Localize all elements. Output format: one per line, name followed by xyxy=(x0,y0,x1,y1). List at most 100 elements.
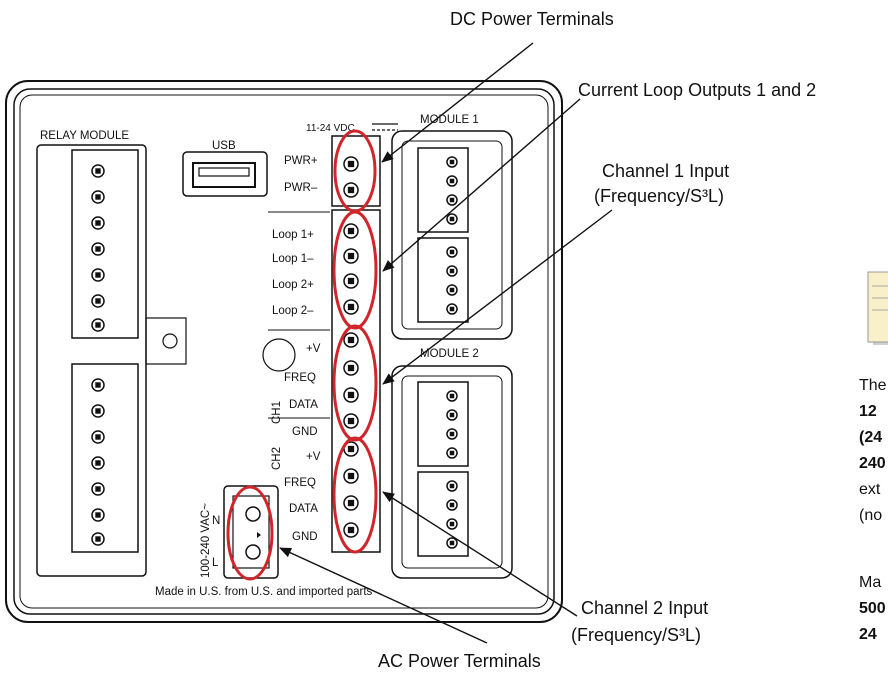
module-2: MODULE 2 xyxy=(391,348,513,579)
module-1: MODULE 1 xyxy=(391,114,513,340)
module1-label: MODULE 1 xyxy=(420,114,479,126)
side-p1-l6: (no xyxy=(859,507,882,524)
strip-screw xyxy=(343,182,359,198)
module1-screw xyxy=(446,156,458,168)
strip-screw xyxy=(343,387,359,403)
n-label: N xyxy=(212,515,220,527)
module1-screw xyxy=(446,284,458,296)
module2-screw-slot xyxy=(449,521,455,527)
relay-screw-slot xyxy=(95,512,101,518)
strip-screw xyxy=(343,522,359,538)
ch2-data-label: DATA xyxy=(289,503,318,515)
strip-screw-slot xyxy=(347,336,355,344)
side-p2-l3: 24 xyxy=(859,626,877,643)
module2-screw-slot xyxy=(449,412,455,418)
relay-screw xyxy=(91,164,105,178)
module2-screw xyxy=(446,447,458,459)
relay-module: RELAY MODULE xyxy=(36,130,187,577)
relay-screw xyxy=(91,268,105,282)
ch1-highlight xyxy=(332,324,378,442)
relay-screw xyxy=(91,430,105,444)
reset-button xyxy=(262,338,296,372)
relay-screw xyxy=(91,318,105,332)
strip-screw-slot xyxy=(347,160,355,168)
ch1-callout-line1: Channel 1 Input xyxy=(602,161,729,181)
module1-screw xyxy=(446,194,458,206)
strip-screw-slot xyxy=(347,277,355,285)
dc-power-highlight xyxy=(333,129,377,213)
ch1-freq-label: FREQ xyxy=(284,372,316,384)
relay-screw-slot xyxy=(95,194,101,200)
pwr-plus-label: PWR+ xyxy=(284,155,318,167)
relay-module-label: RELAY MODULE xyxy=(40,130,129,142)
usb-label: USB xyxy=(212,140,236,152)
module1-screw-slot xyxy=(449,197,455,203)
module1-screw-slot xyxy=(449,216,455,222)
ch2-label: CH2 xyxy=(271,447,283,470)
module1-screw-slot xyxy=(449,268,455,274)
relay-screw-slot xyxy=(95,246,101,252)
module1-screw xyxy=(446,175,458,187)
strip-screw xyxy=(343,360,359,376)
made-in-label: Made in U.S. from U.S. and imported part… xyxy=(155,586,373,598)
dc-power-callout: DC Power Terminals xyxy=(450,9,614,29)
strip-screw xyxy=(343,273,359,289)
module2-screw xyxy=(446,499,458,511)
relay-screw xyxy=(91,378,105,392)
module1-screw xyxy=(446,303,458,315)
module1-screw-slot xyxy=(449,306,455,312)
side-p1-l4: 240 xyxy=(859,455,886,472)
relay-screw-slot xyxy=(95,434,101,440)
loop2-plus-label: Loop 2+ xyxy=(272,279,314,291)
note-thumbnail xyxy=(867,271,888,345)
relay-screw-slot xyxy=(95,322,101,328)
module2-screw-slot xyxy=(449,431,455,437)
module1-screw xyxy=(446,265,458,277)
strip-screw-slot xyxy=(347,303,355,311)
ch1-arrow xyxy=(382,209,613,385)
ch2-callout-line1: Channel 2 Input xyxy=(581,598,708,618)
relay-screw xyxy=(91,190,105,204)
loop1-minus-label: Loop 1– xyxy=(272,253,314,265)
relay-screw-slot xyxy=(95,408,101,414)
side-p2-l2: 500 xyxy=(859,600,886,617)
module1-screw-slot xyxy=(449,249,455,255)
relay-screw-slot xyxy=(95,382,101,388)
strip-screw-slot xyxy=(347,391,355,399)
highlight-loops xyxy=(226,129,378,581)
module2-screw-slot xyxy=(449,393,455,399)
relay-screw xyxy=(91,508,105,522)
module2-screw-slot xyxy=(449,502,455,508)
module1-screw-slot xyxy=(449,287,455,293)
ch2-highlight xyxy=(332,436,378,554)
ac-power-highlight xyxy=(226,485,274,581)
callout-arrows xyxy=(279,42,613,644)
ch1-gnd-label: GND xyxy=(292,426,318,438)
ch1-label: CH1 xyxy=(271,401,283,424)
center-terminal-strip: 11-24 VDC PWR+ PWR– Loop 1+ Loop 1– Loop… xyxy=(268,123,398,553)
relay-screw xyxy=(91,216,105,230)
strip-screw-slot xyxy=(347,186,355,194)
ch2-callout-line2: (Frequency/S³L) xyxy=(571,625,701,645)
ch1-plus-v-label: +V xyxy=(306,343,321,355)
module1-screw xyxy=(446,246,458,258)
module2-screw-slot xyxy=(449,450,455,456)
side-p1-l2: 12 xyxy=(859,403,877,420)
side-p2-l1: Ma xyxy=(859,574,881,591)
strip-screw-slot xyxy=(347,526,355,534)
loop2-minus-label: Loop 2– xyxy=(272,305,314,317)
ac-power-arrow xyxy=(279,547,488,644)
strip-screw-slot xyxy=(347,227,355,235)
strip-screw xyxy=(343,495,359,511)
module2-screw xyxy=(446,518,458,530)
usb-port: USB xyxy=(182,140,268,197)
current-loop-arrow xyxy=(382,98,581,272)
ac-power-callout: AC Power Terminals xyxy=(378,651,541,671)
vdc-label: 11-24 VDC xyxy=(306,123,355,134)
relay-screw-slot xyxy=(95,536,101,542)
strip-screw xyxy=(343,223,359,239)
strip-screw xyxy=(343,156,359,172)
strip-screw-slot xyxy=(347,472,355,480)
strip-screw-slot xyxy=(347,499,355,507)
